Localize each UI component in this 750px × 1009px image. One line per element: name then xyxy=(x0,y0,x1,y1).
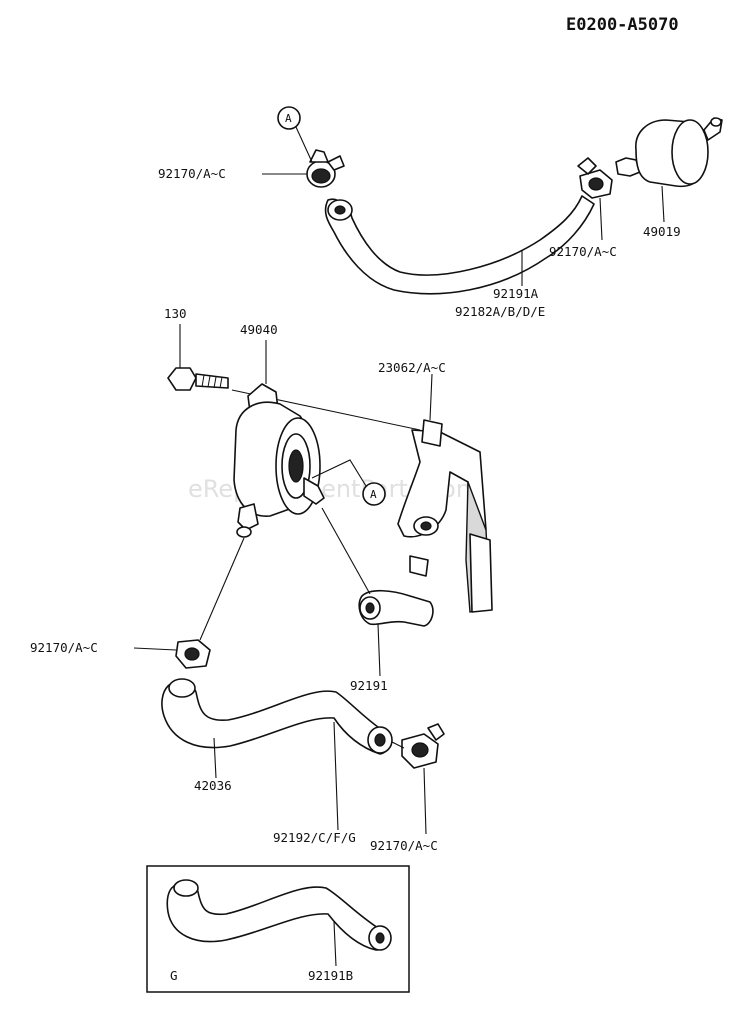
callout-clamp-bottom: 92170/A~C xyxy=(370,838,438,853)
leader-clamp-bottom xyxy=(423,767,427,835)
bolt xyxy=(167,367,229,391)
clamp-top-left xyxy=(306,149,345,188)
callout-hose-top-b: 92182A/B/D/E xyxy=(455,304,545,319)
ref-marker-a-top: A xyxy=(277,106,313,163)
clamp-top-right xyxy=(577,157,613,199)
hose-short xyxy=(358,589,434,627)
hose-top xyxy=(324,195,595,295)
leader-hose-long xyxy=(213,737,217,779)
inset-letter: G xyxy=(170,968,178,983)
leader-bracket xyxy=(429,373,433,421)
leader-fuel-filter xyxy=(661,185,665,223)
leader-clamp-top-right xyxy=(599,197,603,241)
callout-bracket: 23062/A~C xyxy=(378,360,446,375)
leader-inset-hose xyxy=(333,921,337,967)
diagram-code: E0200-A5070 xyxy=(566,15,679,35)
clamp-bottom xyxy=(401,723,445,769)
bracket xyxy=(397,419,493,613)
leader-hose-short xyxy=(377,623,381,677)
callout-bolt: 130 xyxy=(164,306,187,321)
hose-long xyxy=(161,678,393,755)
callout-hose-short: 92191 xyxy=(350,678,388,693)
leader-hose-lower xyxy=(333,721,339,831)
callout-hose-lower: 92192/C/F/G xyxy=(273,830,356,845)
ref-marker-a-mid: A xyxy=(311,459,386,506)
inset-box xyxy=(146,865,410,993)
callout-clamp-top-left: 92170/A~C xyxy=(158,166,226,181)
clamp-mid-left xyxy=(175,639,211,669)
leader-pump-to-clamp xyxy=(199,537,245,641)
fuel-filter xyxy=(615,117,723,188)
leader-pump-to-hose xyxy=(321,507,371,595)
callout-clamp-top-right: 92170/A~C xyxy=(549,244,617,259)
fuel-pump xyxy=(233,383,325,538)
callout-fuel-pump: 49040 xyxy=(240,322,278,337)
callout-fuel-filter: 49019 xyxy=(643,224,681,239)
inset-hose xyxy=(166,879,392,951)
leader-clamp-bottom-link xyxy=(391,741,405,749)
callout-clamp-mid-left: 92170/A~C xyxy=(30,640,98,655)
callout-inset-hose: 92191B xyxy=(308,968,353,983)
callout-hose-long: 42036 xyxy=(194,778,232,793)
ref-marker-letter: A xyxy=(370,488,377,501)
leader-clamp-mid-left xyxy=(133,647,177,651)
ref-marker-letter: A xyxy=(285,112,292,125)
callout-hose-top-a: 92191A xyxy=(493,286,539,301)
